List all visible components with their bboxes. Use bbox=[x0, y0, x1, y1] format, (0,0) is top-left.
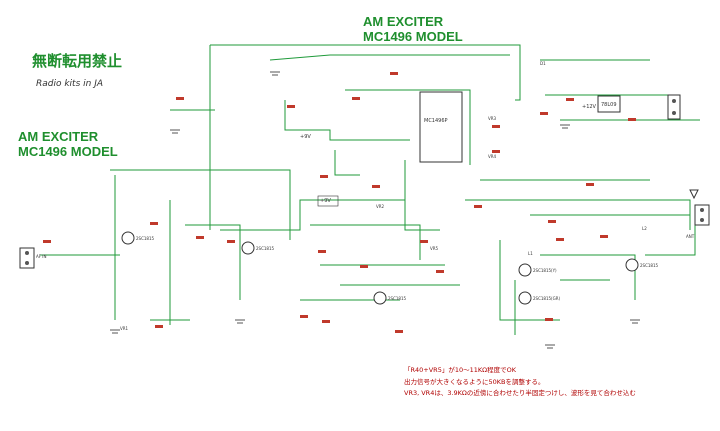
svg-text:78L09: 78L09 bbox=[601, 102, 617, 108]
ground-symbols bbox=[110, 71, 640, 349]
svg-text:+9V: +9V bbox=[320, 198, 331, 204]
svg-text:VR5: VR5 bbox=[430, 246, 439, 251]
svg-text:2SC1815(Y): 2SC1815(Y) bbox=[533, 268, 557, 273]
title-top-line1: AM EXCITER bbox=[363, 14, 444, 29]
svg-text:2SC1815(GR): 2SC1815(GR) bbox=[533, 296, 560, 301]
svg-text:VR4: VR4 bbox=[488, 154, 497, 159]
jp-notice: 無断転用禁止 bbox=[32, 52, 122, 70]
svg-text:VR2: VR2 bbox=[376, 204, 385, 209]
regulator-block: 78L09 bbox=[597, 95, 621, 113]
note-2: 出力信号が大きくなるように50KBを調整する。 bbox=[404, 377, 545, 386]
svg-text:D1: D1 bbox=[540, 61, 546, 66]
svg-text:2SC1815: 2SC1815 bbox=[388, 296, 407, 301]
svg-text:MC1496P: MC1496P bbox=[424, 118, 448, 124]
svg-text:VR1: VR1 bbox=[120, 326, 129, 331]
svg-text:ANT: ANT bbox=[686, 234, 695, 239]
note-3: VR3, VR4は、3.9KΩの近傍に合わせたり半固定つけし、波形を見て合わせ込… bbox=[404, 388, 636, 397]
ic-mc1496: MC1496P bbox=[419, 91, 463, 163]
supply-labels: +12V +9V +9V bbox=[300, 104, 597, 207]
title-left-line2: MC1496 MODEL bbox=[18, 144, 118, 159]
svg-text:L1: L1 bbox=[528, 251, 533, 256]
connector-power bbox=[667, 94, 681, 120]
wiring bbox=[40, 44, 700, 335]
svg-text:2SC1815: 2SC1815 bbox=[256, 246, 275, 251]
svg-text:VR3: VR3 bbox=[488, 116, 497, 121]
svg-text:AF IN: AF IN bbox=[36, 254, 46, 259]
components bbox=[43, 72, 636, 333]
note-1: 「R40+VR5」が10～11KΩ程度でOK bbox=[404, 365, 517, 374]
title-left-line1: AM EXCITER bbox=[18, 129, 99, 144]
svg-text:2SC1815: 2SC1815 bbox=[640, 263, 659, 268]
svg-text:+12V: +12V bbox=[582, 104, 597, 110]
connector-af-in: AF IN bbox=[19, 247, 46, 269]
credit-text: Radio kits in JA bbox=[36, 79, 103, 89]
transistors: 2SC1815 2SC1815 2SC1815 2SC1815(Y) 2SC18… bbox=[121, 231, 659, 305]
title-top-line2: MC1496 MODEL bbox=[363, 29, 463, 44]
ref-labels: VR1 VR2 VR3 VR4 VR5 L1 L2 D1 bbox=[120, 61, 647, 331]
connector-ant: ANT bbox=[686, 189, 710, 239]
svg-text:+9V: +9V bbox=[300, 134, 311, 140]
svg-text:2SC1815: 2SC1815 bbox=[136, 236, 155, 241]
svg-text:L2: L2 bbox=[642, 226, 647, 231]
